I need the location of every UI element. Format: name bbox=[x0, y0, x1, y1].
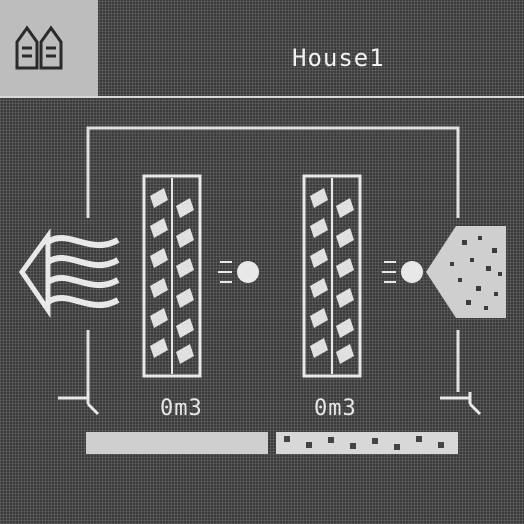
duct-top bbox=[86, 126, 460, 218]
house-pair-icon bbox=[15, 25, 63, 70]
home-button[interactable] bbox=[0, 0, 98, 96]
extract-status-bar bbox=[276, 432, 458, 454]
supply-status-bar bbox=[86, 432, 268, 454]
fan-icon bbox=[382, 261, 423, 283]
filter-right bbox=[302, 174, 362, 378]
filter-left bbox=[142, 174, 202, 378]
page-title: House1 bbox=[292, 44, 385, 72]
extract-volume: 0m3 bbox=[314, 396, 357, 421]
airflow-arrow-icon bbox=[18, 228, 120, 319]
fan-icon bbox=[218, 261, 259, 283]
valve-icon bbox=[58, 392, 100, 416]
header: House1 bbox=[0, 0, 524, 98]
exhaust-arrow-icon bbox=[426, 226, 506, 318]
valve-icon bbox=[440, 392, 482, 416]
supply-volume: 0m3 bbox=[160, 396, 203, 421]
